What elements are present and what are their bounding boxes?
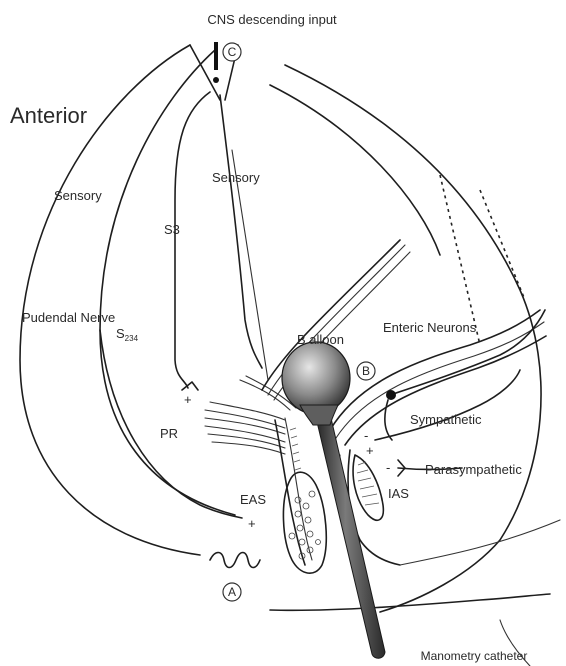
mucosa-hatching bbox=[290, 428, 301, 470]
parasympathetic-minus-sign: - bbox=[386, 460, 390, 475]
marker-c: C bbox=[223, 43, 241, 61]
eas-plus-sign: + bbox=[248, 516, 256, 531]
s3-plus-sign: + bbox=[184, 392, 192, 407]
sympathetic-label: Sympathetic bbox=[410, 412, 482, 427]
sensory-mid-label: Sensory bbox=[212, 170, 260, 185]
s3-label: S3 bbox=[164, 222, 180, 237]
cns-label: CNS descending input bbox=[207, 12, 337, 27]
cns-synapse-dot bbox=[213, 77, 219, 83]
ias-label: IAS bbox=[388, 486, 409, 501]
s3-nerve bbox=[175, 92, 210, 388]
perineum-contour bbox=[270, 594, 550, 610]
skin-squiggle bbox=[210, 553, 260, 568]
enteric-neurons-label: Enteric Neurons bbox=[383, 320, 477, 335]
sympathetic-plus-sign: + bbox=[366, 443, 374, 458]
svg-text:C: C bbox=[228, 45, 237, 59]
pudendal-nerve-label: Pudendal Nerve bbox=[22, 310, 115, 325]
sympathetic-nerve bbox=[375, 370, 520, 440]
buttock-contour bbox=[400, 520, 560, 565]
ias-outline bbox=[353, 455, 383, 520]
ias-texture bbox=[357, 462, 379, 505]
sympathetic-minus-sign: - bbox=[364, 428, 368, 443]
sensory-left-label: Sensory bbox=[54, 188, 102, 203]
s234-label: S234 bbox=[116, 326, 139, 343]
sacral-contour-inner bbox=[270, 85, 440, 255]
enteric-dashed-line-2 bbox=[480, 190, 525, 300]
anal-canal-left-inner bbox=[285, 418, 312, 560]
balloon-label: B alloon bbox=[297, 332, 344, 347]
marker-a: A bbox=[223, 583, 241, 601]
marker-b: B bbox=[357, 362, 375, 380]
svg-text:B: B bbox=[362, 364, 370, 378]
eas-label: EAS bbox=[240, 492, 266, 507]
eas-outline bbox=[283, 472, 326, 573]
manometry-catheter-label: Manometry catheter bbox=[421, 649, 528, 663]
inner-body-contour bbox=[100, 50, 235, 515]
pudendal-nerve-path bbox=[100, 330, 242, 518]
svg-text:A: A bbox=[228, 585, 236, 599]
enteric-neuron-body bbox=[386, 390, 396, 400]
manometry-catheter-shape bbox=[313, 405, 385, 658]
balloon-shape bbox=[282, 342, 350, 414]
sensory-nerve-mid bbox=[220, 95, 262, 368]
anterior-label: Anterior bbox=[10, 103, 87, 128]
parasympathetic-label: Parasympathetic bbox=[425, 462, 522, 477]
pr-label: PR bbox=[160, 426, 178, 441]
